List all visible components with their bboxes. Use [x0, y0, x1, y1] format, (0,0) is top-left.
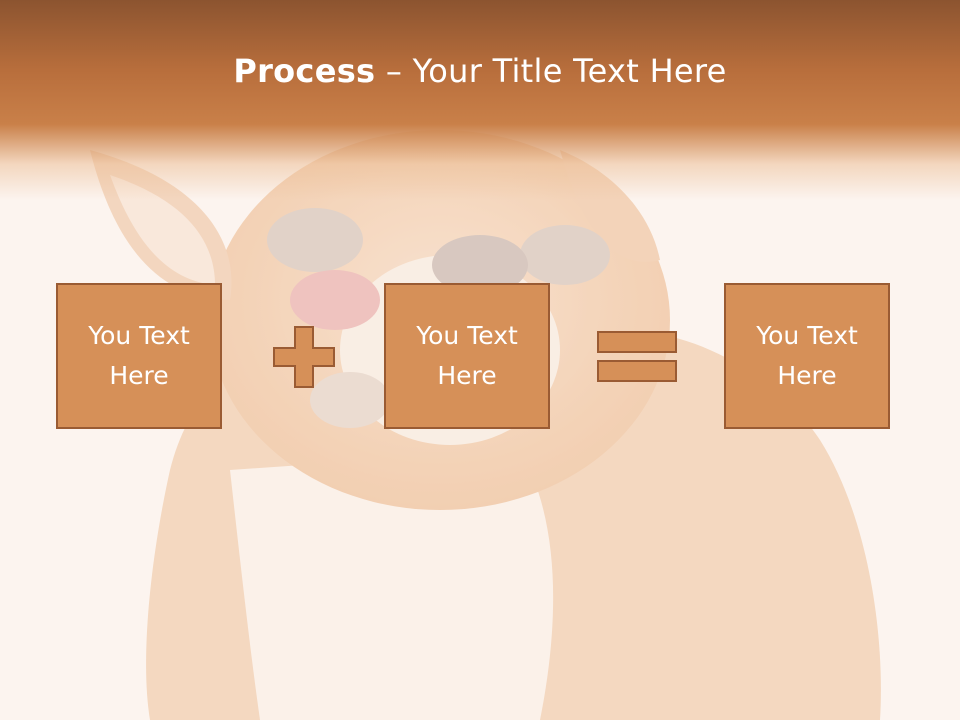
title-banner	[0, 0, 960, 200]
title-rest-text: – Your Title Text Here	[375, 52, 727, 90]
process-box-label: You Text Here	[88, 321, 190, 390]
slide-title: Process – Your Title Text Here	[0, 52, 960, 90]
equals-icon	[597, 331, 677, 382]
process-box-2: You Text Here	[384, 283, 550, 429]
title-bold-text: Process	[233, 52, 376, 90]
process-box-label: You Text Here	[756, 321, 858, 390]
process-box-3: You Text Here	[724, 283, 890, 429]
process-box-label: You Text Here	[416, 321, 518, 390]
plus-icon	[273, 326, 335, 388]
process-box-1: You Text Here	[56, 283, 222, 429]
